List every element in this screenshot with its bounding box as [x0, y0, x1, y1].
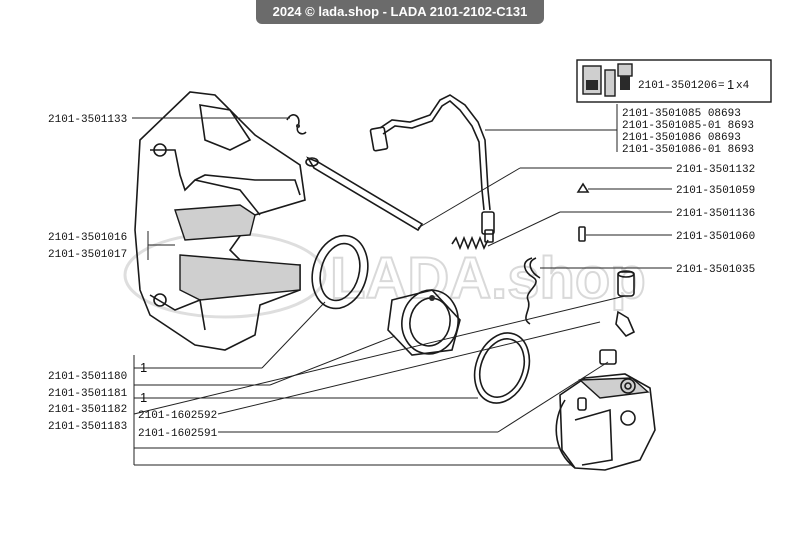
label-qty-one-a: 1	[140, 360, 147, 375]
label-clip: 2101-3501035	[676, 264, 755, 276]
fitting-lower	[599, 310, 636, 365]
label-tube-3: 2101-3501086 08693	[622, 132, 741, 144]
bleeder-cap	[576, 182, 590, 193]
label-tube-2: 2101-3501085-01 8693	[622, 120, 754, 132]
cylinder-housing	[555, 373, 656, 471]
callout-labels: 2101-3501133 2101-3501016 2101-3501017 2…	[48, 108, 755, 440]
label-cylinder-4: 2101-3501183	[48, 421, 127, 433]
label-piston-seal: 2101-1602592	[138, 410, 217, 422]
inset-fastener-box: 2101-3501206 = 1 x4	[576, 59, 772, 103]
anti-rattle-spring	[451, 235, 489, 251]
label-cylinder-3: 2101-3501182	[48, 404, 127, 416]
svg-text:=: =	[718, 80, 725, 92]
label-cylinder-1: 2101-3501180	[48, 371, 127, 383]
label-dust-boot: 2101-1602591	[138, 428, 218, 440]
brake-tube	[369, 94, 495, 243]
label-caliper-bracket: 2101-3501133	[48, 114, 127, 126]
title-banner: 2024 © lada.shop - LADA 2101-2102-C131	[256, 0, 544, 24]
retaining-clip	[523, 257, 541, 325]
piston	[387, 289, 461, 356]
label-tube-4: 2101-3501086-01 8693	[622, 144, 754, 156]
label-pin: 2101-3501132	[676, 164, 755, 176]
inset-code: 2101-3501206	[638, 80, 717, 92]
label-spring: 2101-3501136	[676, 208, 755, 220]
label-caliper-left: 2101-3501016	[48, 232, 127, 244]
label-tube-1: 2101-3501085 08693	[622, 108, 741, 120]
label-bleeder: 2101-3501060	[676, 231, 755, 243]
inset-qty: 1	[727, 77, 734, 92]
leader-lines	[132, 104, 672, 466]
caliper-body	[134, 91, 306, 351]
piston-seal-ring	[311, 234, 369, 310]
bleeder-screw	[578, 226, 586, 242]
label-cap: 2101-3501059	[676, 185, 755, 197]
fitting-upper	[617, 270, 635, 297]
inset-multiplier: x4	[736, 80, 750, 92]
label-qty-one-b: 1	[140, 390, 147, 405]
watermark-text: LADA.shop	[330, 246, 646, 311]
guide-pin	[305, 156, 424, 232]
dust-boot-ring	[473, 332, 531, 404]
caliper-bracket-clip	[286, 114, 307, 135]
label-cylinder-2: 2101-3501181	[48, 388, 128, 400]
label-caliper-right: 2101-3501017	[48, 249, 127, 261]
